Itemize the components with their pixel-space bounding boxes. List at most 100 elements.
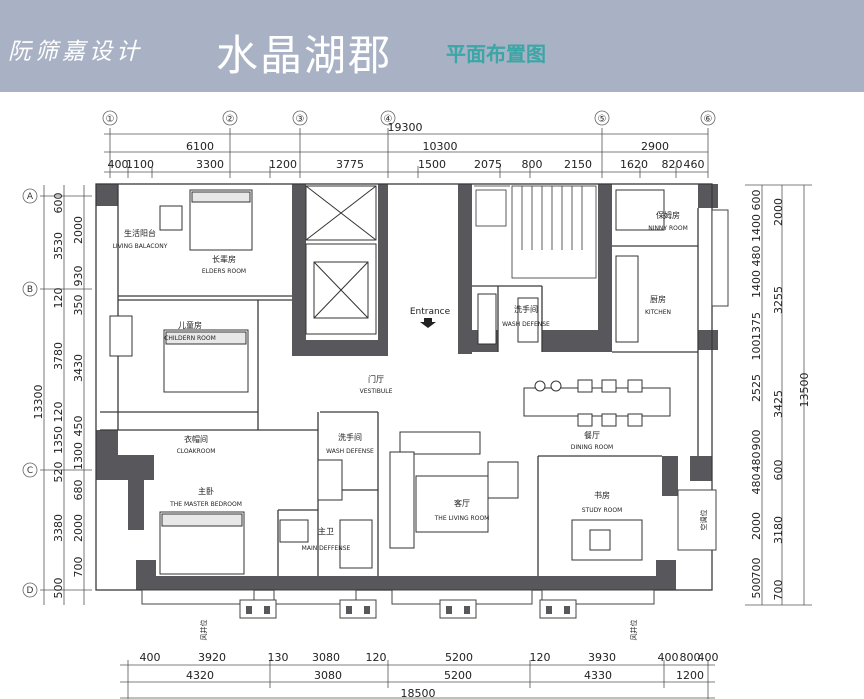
bottom-detail-dimension: 3080 xyxy=(312,651,340,664)
bottom-sub-dimension: 4320 xyxy=(186,669,214,682)
bottom-total-dimension: 18500 xyxy=(401,687,436,699)
bottom-detail-dimension: 120 xyxy=(366,651,387,664)
elders-room-label-en: ELDERS ROOM xyxy=(202,268,246,275)
designer-name: 阮筛嘉设计 xyxy=(8,39,143,65)
ac-unit-label: 风井位 xyxy=(629,620,638,641)
top-axis-label: ① xyxy=(106,114,115,125)
top-detail-dimension: 1620 xyxy=(620,158,648,171)
wash-room-left-label-en: WASH DEFENSE xyxy=(326,448,374,455)
right-detail-dimension: 1400 xyxy=(750,214,763,242)
left-detail-dimension: 1300 xyxy=(72,442,85,470)
master-bedroom-label-en: THE MASTER BEDROOM xyxy=(169,501,242,508)
left-detail-dimension: 3430 xyxy=(72,354,85,382)
top-detail-dimension: 1500 xyxy=(418,158,446,171)
bottom-detail-dimension: 120 xyxy=(530,651,551,664)
top-sub-dimension: 10300 xyxy=(423,140,458,153)
dining-room-label-en: DINING ROOM xyxy=(571,444,613,451)
kitchen-label-en: KITCHEN xyxy=(645,309,671,316)
right-detail-dimension: 100 xyxy=(750,340,763,361)
left-detail-dimension: 3380 xyxy=(52,514,65,542)
master-bedroom-label-cn: 主卧 xyxy=(198,486,214,496)
left-axis-label: D xyxy=(27,586,34,596)
left-detail-dimension: 520 xyxy=(52,462,65,483)
left-axis-bubbles xyxy=(22,188,38,598)
right-detail-dimension: 3180 xyxy=(772,516,785,544)
wash-room-left-label-cn: 洗手间 xyxy=(338,432,362,442)
kitchen-label-cn: 厨房 xyxy=(650,294,666,304)
right-detail-dimension: 900 xyxy=(750,430,763,451)
plan-background xyxy=(0,92,864,699)
bottom-detail-dimension: 3930 xyxy=(588,651,616,664)
right-detail-dimension: 600 xyxy=(750,190,763,211)
top-axis-label: ③ xyxy=(296,114,305,125)
right-detail-dimension: 2000 xyxy=(772,198,785,226)
left-detail-dimension: 700 xyxy=(72,557,85,578)
top-detail-dimension: 800 xyxy=(522,158,543,171)
right-detail-dimension: 3425 xyxy=(772,390,785,418)
top-sub-dimension: 2900 xyxy=(641,140,669,153)
wash-room-center-label-en: WASH DEFENSE xyxy=(502,321,550,328)
top-detail-dimension: 460 xyxy=(684,158,705,171)
bottom-sub-dimension: 5200 xyxy=(444,669,472,682)
right-detail-dimension: 1375 xyxy=(750,312,763,340)
left-detail-dimension: 680 xyxy=(72,480,85,501)
study-room-label-cn: 书房 xyxy=(594,490,610,500)
top-total-dimension: 19300 xyxy=(388,121,423,134)
bottom-detail-dimension: 400 xyxy=(698,651,719,664)
left-dimension-lines xyxy=(40,185,92,605)
bottom-detail-dimension: 400 xyxy=(658,651,679,664)
nanny-room-label-cn: 保姆房 xyxy=(656,210,680,220)
staircase xyxy=(474,185,597,279)
top-detail-dimension: 2075 xyxy=(474,158,502,171)
right-total-dimension: 13500 xyxy=(798,373,811,408)
left-detail-dimension: 120 xyxy=(52,288,65,309)
left-detail-dimension: 600 xyxy=(52,193,65,214)
right-detail-dimension: 3255 xyxy=(772,286,785,314)
right-detail-dimension: 2525 xyxy=(750,374,763,402)
bottom-sub-dimension: 1200 xyxy=(676,669,704,682)
living-balcony-label-cn: 生活阳台 xyxy=(124,228,156,238)
vestibule-label-cn: 门厅 xyxy=(368,374,384,384)
bottom-sub-dimension: 3080 xyxy=(314,669,342,682)
top-detail-dimension: 1100 xyxy=(126,158,154,171)
cloakroom-label-en: CLOAKROOM xyxy=(177,448,216,455)
entrance-arrow-icon xyxy=(420,318,436,328)
top-axis-bubbles xyxy=(102,110,716,126)
plan-subtitle: 平面布置图 xyxy=(446,42,546,66)
top-sub-dimension: 6100 xyxy=(186,140,214,153)
exterior-walls xyxy=(96,184,718,590)
wash-room-center-label-cn: 洗手间 xyxy=(514,304,538,314)
balcony-bays xyxy=(141,209,729,619)
top-dimension-lines xyxy=(104,128,709,178)
top-axis-label: ④ xyxy=(384,114,393,125)
top-axis-label: ⑤ xyxy=(598,114,607,125)
top-detail-dimension: 820 xyxy=(662,158,683,171)
ac-unit-label: 风井位 xyxy=(199,620,208,641)
main-defense-label-en: MAIN DEFFENSE xyxy=(302,545,351,552)
top-detail-dimension: 3300 xyxy=(196,158,224,171)
cloakroom-label-cn: 衣帽间 xyxy=(184,434,208,444)
right-detail-dimension: 480 xyxy=(750,246,763,267)
left-total-dimension: 13300 xyxy=(32,385,45,420)
left-detail-dimension: 930 xyxy=(72,266,85,287)
left-detail-dimension: 1350 xyxy=(52,426,65,454)
top-detail-dimension: 400 xyxy=(108,158,129,171)
bottom-detail-dimension: 5200 xyxy=(445,651,473,664)
dining-room-label-cn: 餐厅 xyxy=(584,431,600,440)
entrance-label: Entrance xyxy=(410,307,451,317)
right-detail-dimension: 1400 xyxy=(750,270,763,298)
living-balcony-label-en: LIVING BALACONY xyxy=(113,243,168,250)
nanny-room-label-en: NINNY ROOM xyxy=(648,225,688,232)
ac-unit-markers xyxy=(246,606,570,614)
left-detail-dimension: 350 xyxy=(72,295,85,316)
children-room-label-cn: 儿童房 xyxy=(178,320,202,330)
bottom-dimension-lines xyxy=(120,660,715,699)
right-detail-dimension: 700 xyxy=(750,558,763,579)
top-axis-label: ② xyxy=(226,114,235,125)
right-detail-dimension: 2000 xyxy=(750,512,763,540)
right-detail-dimension: 480 xyxy=(750,452,763,473)
right-detail-dimension: 700 xyxy=(772,580,785,601)
left-detail-dimension: 3530 xyxy=(52,232,65,260)
right-detail-dimension: 480 xyxy=(750,474,763,495)
